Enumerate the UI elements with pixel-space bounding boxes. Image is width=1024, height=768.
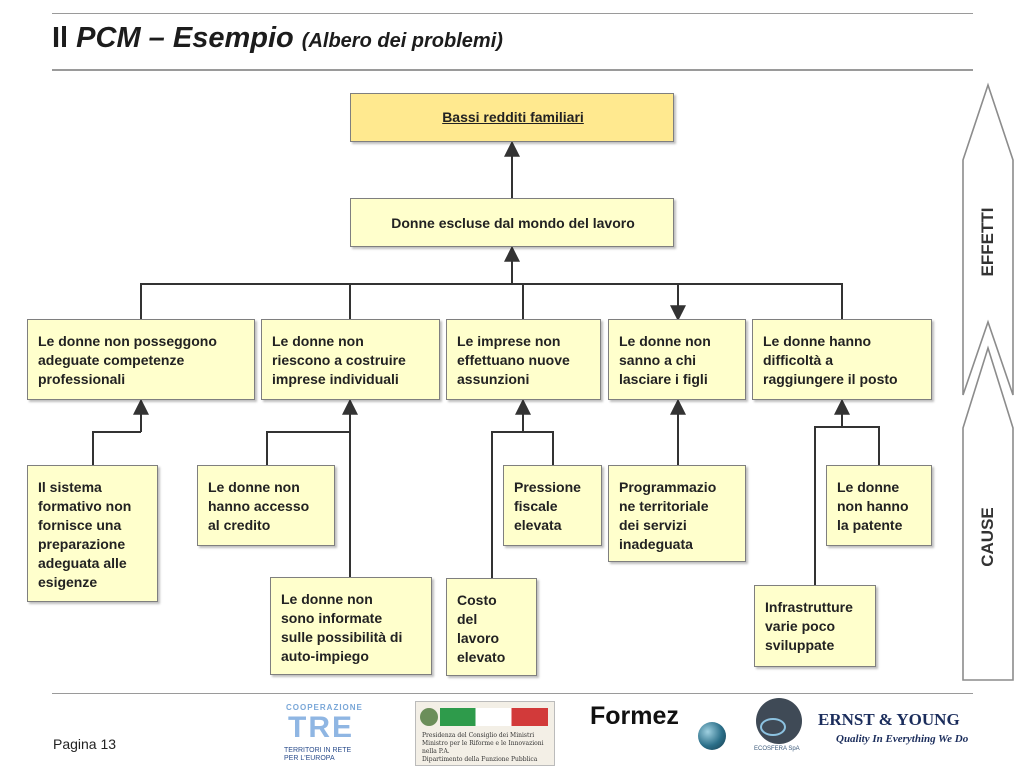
effects-arrow-shape bbox=[962, 82, 1014, 396]
causes-label: CAUSE bbox=[978, 507, 997, 567]
top-rule bbox=[52, 13, 973, 14]
root-cause-infrastrutture: Infrastrutture varie poco sviluppate bbox=[754, 585, 876, 667]
direct-cause-imprese-individuali: Le donne non riescono a costruire impres… bbox=[261, 319, 440, 400]
root-cause-costo-lavoro: Costo del lavoro elevato bbox=[446, 578, 537, 676]
direct-cause-posto: Le donne hanno difficoltà a raggiungere … bbox=[752, 319, 932, 400]
emblem-icon bbox=[420, 708, 438, 726]
page-number: Pagina 13 bbox=[53, 736, 117, 752]
page-title: Il PCM – Esempio (Albero dei problemi) bbox=[52, 22, 503, 54]
bus-line bbox=[140, 283, 843, 319]
title-underline bbox=[52, 69, 973, 71]
effects-label: EFFETTI bbox=[978, 207, 997, 277]
core-problem-box: Bassi redditi familiari bbox=[350, 93, 674, 142]
direct-cause-figli: Le donne non sanno a chi lasciare i figl… bbox=[608, 319, 746, 400]
root-cause-programmazione: Programmazio ne territoriale dei servizi… bbox=[608, 465, 746, 562]
root-cause-pressione-fiscale: Pressione fiscale elevata bbox=[503, 465, 602, 546]
ecosfera-logo: ECOSFERA SpA bbox=[754, 698, 804, 756]
main-cause-box: Donne escluse dal mondo del lavoro bbox=[350, 198, 674, 247]
cooperazione-tre-logo: COOPERAZIONE TRE TERRITORI IN RETE PER L… bbox=[284, 703, 363, 762]
direct-cause-assunzioni: Le imprese non effettuano nuove assunzio… bbox=[446, 319, 601, 400]
ernst-young-logo: ERNST & YOUNG Quality In Everything We D… bbox=[818, 710, 969, 745]
root-cause-credito: Le donne non hanno accesso al credito bbox=[197, 465, 335, 546]
globe-icon bbox=[698, 722, 726, 750]
root-cause-patente: Le donne non hanno la patente bbox=[826, 465, 932, 546]
root-cause-auto-impiego: Le donne non sono informate sulle possib… bbox=[270, 577, 432, 675]
presidenza-consiglio-logo: Presidenza del Consiglio dei Ministri Mi… bbox=[415, 701, 555, 766]
footer-rule bbox=[52, 693, 973, 694]
italian-flag-icon bbox=[440, 708, 548, 726]
root-cause-sistema-formativo: Il sistema formativo non fornisce una pr… bbox=[27, 465, 158, 602]
direct-cause-competenze: Le donne non posseggono adeguate compete… bbox=[27, 319, 255, 400]
causes-arrow-shape bbox=[962, 345, 1014, 681]
formez-logo: Formez bbox=[590, 702, 740, 758]
